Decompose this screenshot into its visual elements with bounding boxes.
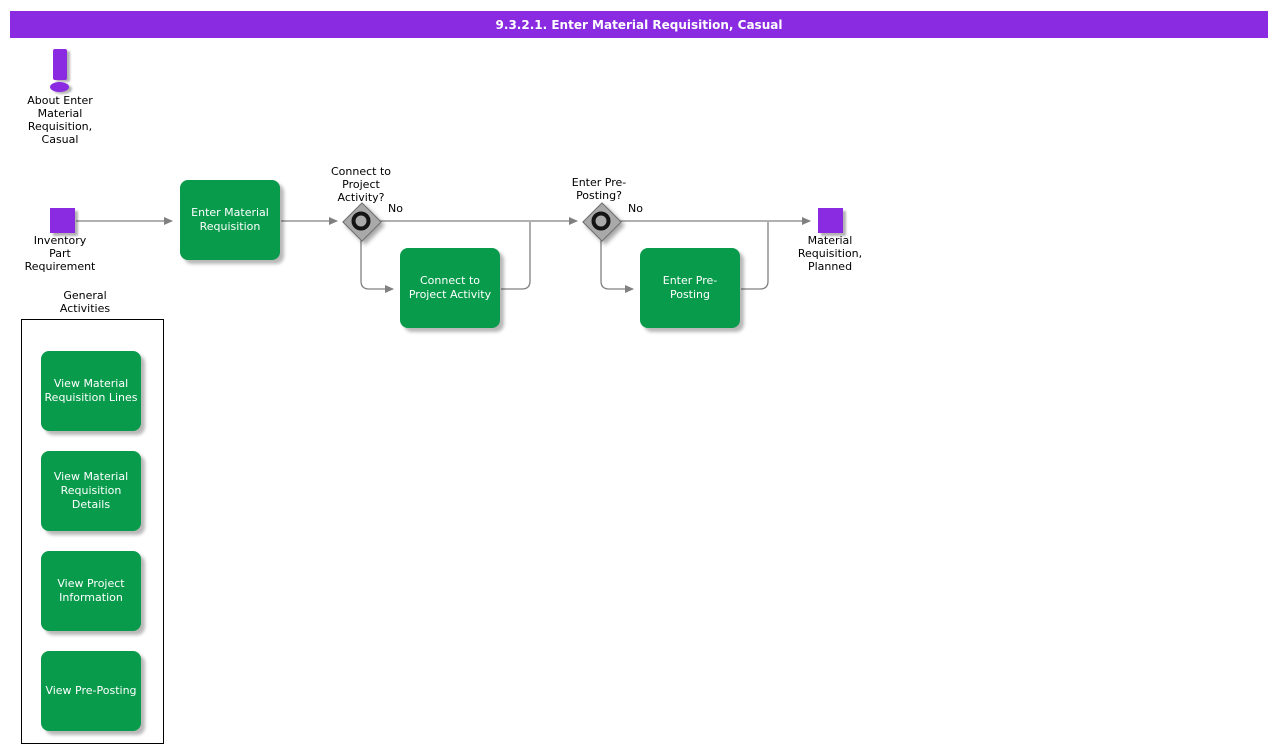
gateway-connect-project-question: Connect to Project Activity? [330,165,392,204]
gateway-ring-icon [591,211,611,231]
start-event-inventory-part-requirement[interactable] [50,208,75,233]
task-view-pre-posting[interactable]: View Pre-Posting [41,651,141,731]
connector-gateway2-yes-branch [600,236,634,293]
exclamation-dot [50,82,69,92]
task-view-project-information[interactable]: View Project Information [41,551,141,631]
connector-branch1-return [501,222,531,290]
gateway-enter-preposting-question: Enter Pre- Posting? [571,176,627,202]
exclamation-icon[interactable] [50,49,72,94]
end-event-material-requisition-planned[interactable] [818,208,843,233]
task-enter-material-requisition[interactable]: Enter Material Requisition [180,180,280,260]
gateway-ring-icon [351,211,371,231]
end-event-label: Material Requisition, Planned [797,234,863,273]
exclamation-bar [53,49,67,80]
about-note-label: About Enter Material Requisition, Casual [27,94,93,146]
task-view-material-requisition-lines[interactable]: View Material Requisition Lines [41,351,141,431]
connector-branch2-return [741,222,769,290]
connector-gateway1-yes-branch [360,236,394,293]
task-connect-to-project-activity[interactable]: Connect to Project Activity [400,248,500,328]
start-event-label: Inventory Part Requirement [24,234,96,273]
task-view-material-requisition-details[interactable]: View Material Requisition Details [41,451,141,531]
general-activities-panel: View Material Requisition Lines View Mat… [21,319,164,744]
general-activities-title: General Activities [59,289,111,315]
page-title: 9.3.2.1. Enter Material Requisition, Cas… [10,11,1268,38]
task-enter-pre-posting[interactable]: Enter Pre- Posting [640,248,740,328]
gateway1-no-label: No [388,202,403,215]
gateway-connect-project-diamond [342,202,382,242]
gateway2-no-label: No [628,202,643,215]
gateway-enter-preposting-diamond [582,202,622,242]
